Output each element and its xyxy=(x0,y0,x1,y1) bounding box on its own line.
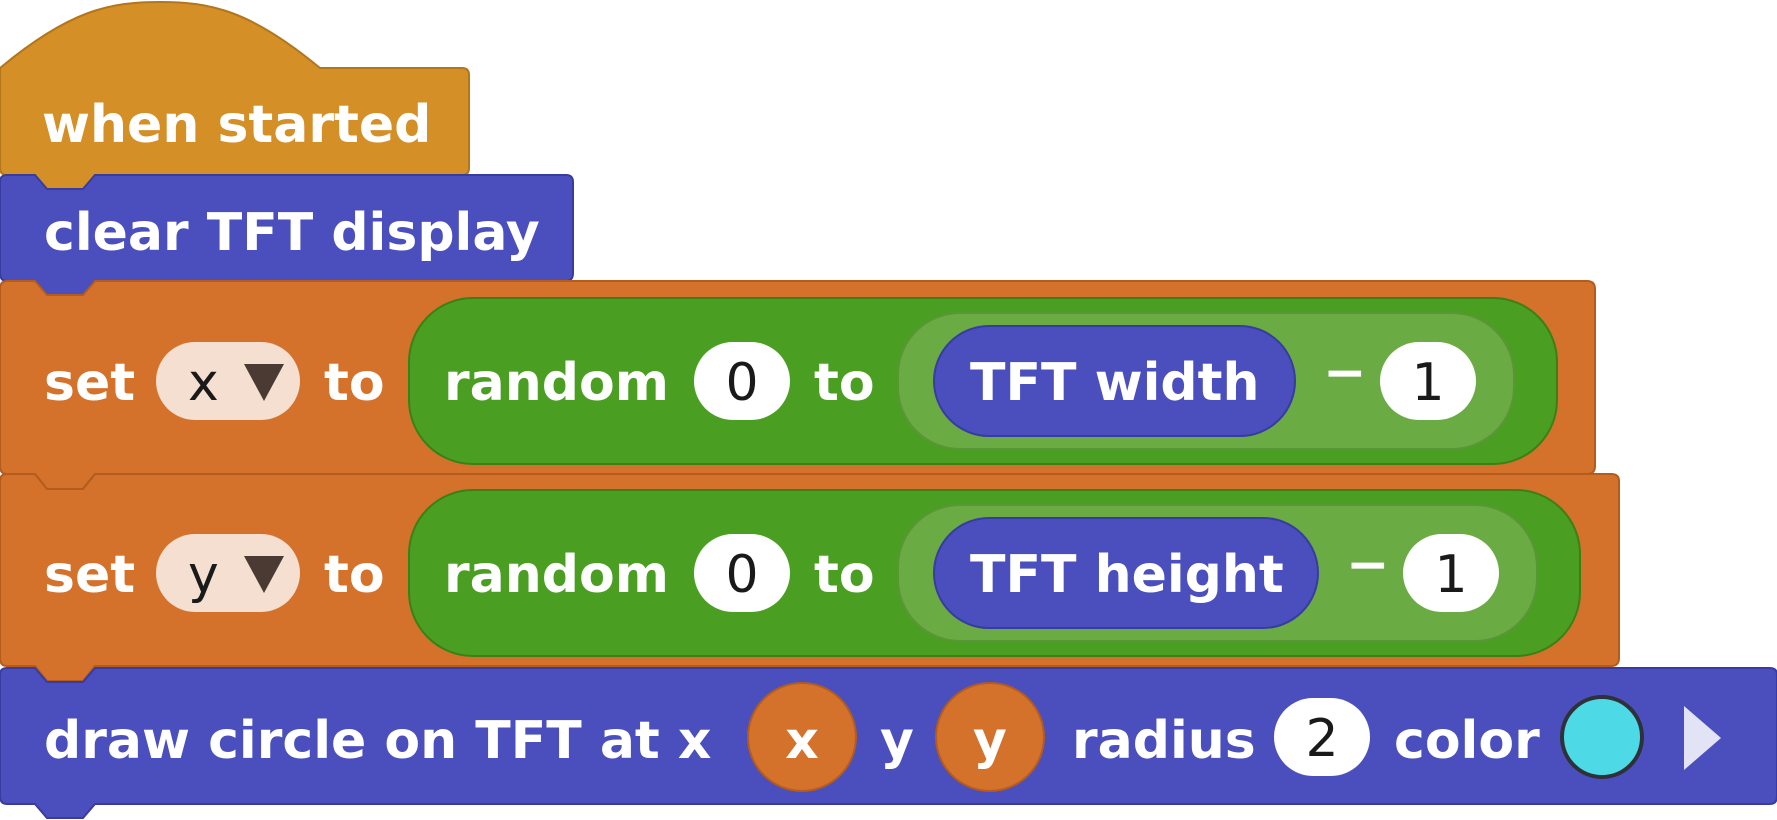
random-to-label: to xyxy=(814,545,875,605)
random-label: random xyxy=(444,545,669,605)
when-started-block[interactable]: when started xyxy=(0,0,470,190)
when-started-label: when started xyxy=(42,95,431,155)
minus-operator: − xyxy=(1346,535,1390,595)
set-y-block[interactable]: set y to random 0 to TFT height − xyxy=(0,473,1620,682)
y-label: y xyxy=(880,711,914,771)
clear-tft-display-label: clear TFT display xyxy=(44,203,540,263)
draw-circle-label: draw circle on TFT at x xyxy=(44,711,711,771)
random-to-label: to xyxy=(814,353,875,413)
random-reporter-y[interactable]: random 0 to TFT height − 1 xyxy=(408,489,1581,657)
variable-dropdown-value: x xyxy=(188,353,219,413)
triangle-down-icon xyxy=(244,556,284,593)
variable-dropdown-y[interactable]: y xyxy=(156,534,300,612)
radius-value: 2 xyxy=(1305,709,1338,769)
random-from-value: 0 xyxy=(725,545,758,605)
minus-reporter-y[interactable]: TFT height − 1 xyxy=(897,504,1538,642)
minus-reporter-x[interactable]: TFT width − 1 xyxy=(897,312,1515,450)
set-y-to-label: to xyxy=(324,545,385,605)
random-reporter-x[interactable]: random 0 to TFT width − 1 xyxy=(408,297,1558,465)
radius-label: radius xyxy=(1072,711,1256,771)
color-swatch[interactable] xyxy=(1560,695,1644,779)
set-y-set-label: set xyxy=(44,545,135,605)
set-x-set-label: set xyxy=(44,353,135,413)
subtrahend-value: 1 xyxy=(1411,353,1444,413)
random-from-value: 0 xyxy=(725,353,758,413)
triangle-right-icon[interactable] xyxy=(1684,706,1721,770)
x-variable-value: x xyxy=(785,711,819,771)
clear-tft-display-block[interactable]: clear TFT display xyxy=(0,174,574,296)
draw-circle-block[interactable]: draw circle on TFT at x x y y radius 2 c… xyxy=(0,667,1777,819)
radius-input[interactable]: 2 xyxy=(1274,698,1370,776)
variable-dropdown-value: y xyxy=(188,545,219,605)
random-from-input[interactable]: 0 xyxy=(694,342,790,420)
tft-width-label: TFT width xyxy=(970,353,1260,413)
subtrahend-value: 1 xyxy=(1434,545,1467,605)
subtrahend-input-x[interactable]: 1 xyxy=(1380,342,1476,420)
variable-dropdown-x[interactable]: x xyxy=(156,342,300,420)
set-x-block[interactable]: set x to random 0 to TFT width − xyxy=(0,280,1596,490)
minus-operator: − xyxy=(1323,343,1367,403)
tft-height-reporter[interactable]: TFT height xyxy=(933,517,1319,629)
tft-height-label: TFT height xyxy=(970,545,1284,605)
triangle-down-icon xyxy=(244,364,284,401)
tft-width-reporter[interactable]: TFT width xyxy=(933,325,1296,437)
color-label: color xyxy=(1394,711,1540,771)
random-from-input[interactable]: 0 xyxy=(694,534,790,612)
y-variable-value: y xyxy=(973,711,1007,771)
subtrahend-input-y[interactable]: 1 xyxy=(1403,534,1499,612)
y-variable-reporter[interactable]: y xyxy=(935,682,1045,792)
set-x-to-label: to xyxy=(324,353,385,413)
random-label: random xyxy=(444,353,669,413)
x-variable-reporter[interactable]: x xyxy=(747,682,857,792)
